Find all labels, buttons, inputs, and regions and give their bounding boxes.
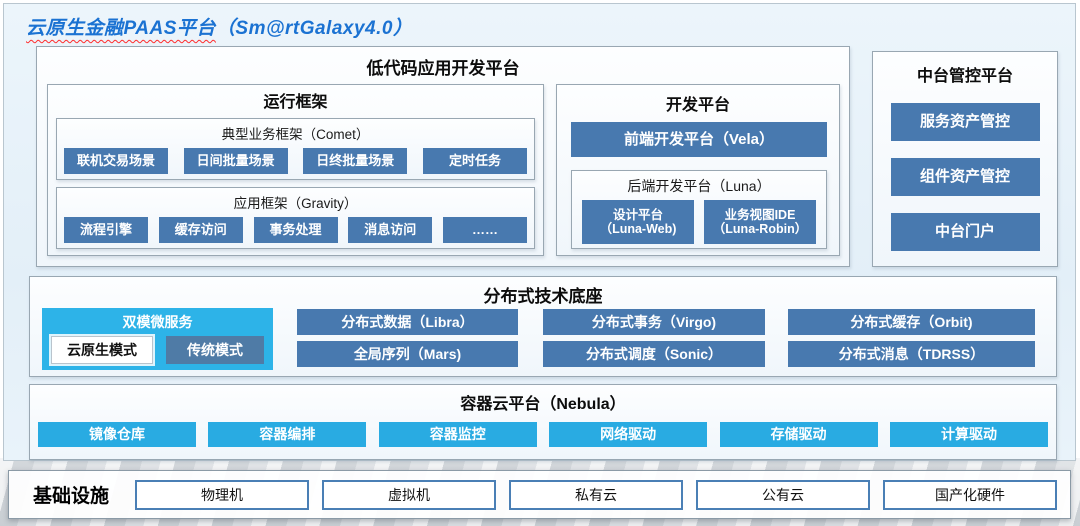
block-component-asset-control: 组件资产管控	[890, 158, 1040, 196]
luna-web-line1: 设计平台	[612, 207, 663, 222]
dual-mode-row: 云原生模式 传统模式	[42, 332, 273, 366]
block-process-engine: 流程引擎	[64, 217, 148, 243]
page-title-chinese: 云原生金融PAAS平台	[26, 18, 216, 39]
block-ellipsis: ……	[443, 217, 527, 243]
midplatform-control-title: 中台管控平台	[916, 68, 1013, 85]
luna-items-row: 设计平台 （Luna-Web) 业务视图IDE （Luna-Robin）	[572, 196, 826, 244]
block-public-cloud: 公有云	[696, 479, 871, 510]
block-midplatform-portal: 中台门户	[890, 213, 1040, 251]
comet-framework-title: 典型业务框架（Comet）	[221, 127, 370, 142]
block-traditional-mode: 传统模式	[166, 336, 264, 364]
block-transaction-processing: 事务处理	[253, 217, 338, 243]
block-distributed-transaction-virgo: 分布式事务（Virgo)	[543, 309, 765, 335]
block-cloud-native-mode: 云原生模式	[49, 334, 155, 366]
midplatform-control-box: 中台管控平台 服务资产管控 组件资产管控 中台门户	[872, 51, 1058, 267]
block-distributed-cache-orbit: 分布式缓存（Orbit)	[788, 309, 1035, 335]
block-vela-frontend: 前端开发平台（Vela）	[571, 122, 827, 157]
block-luna-robin: 业务视图IDE （Luna-Robin）	[704, 200, 816, 244]
block-compute-driver: 计算驱动	[889, 422, 1048, 447]
block-distributed-message-tdrss: 分布式消息（TDRSS）	[788, 341, 1035, 367]
distributed-column-2: 分布式事务（Virgo) 分布式调度（Sonic）	[543, 309, 765, 367]
block-luna-web: 设计平台 （Luna-Web)	[582, 200, 694, 244]
nebula-items-row: 镜像仓库 容器编排 容器监控 网络驱动 存储驱动 计算驱动	[30, 414, 1056, 447]
distributed-column-1: 分布式数据（Libra） 全局序列（Mars)	[297, 309, 518, 367]
distributed-base-box: 分布式技术底座 双模微服务 云原生模式 传统模式 分布式数据（Libra） 全局…	[29, 276, 1057, 377]
block-global-sequence-mars: 全局序列（Mars)	[297, 341, 518, 367]
dual-mode-title: 双模微服务	[122, 314, 193, 330]
page-title-version: （Sm@rtGalaxy4.0）	[215, 18, 413, 39]
main-panel: 云原生金融PAAS平台（Sm@rtGalaxy4.0） 低代码应用开发平台 运行…	[3, 3, 1076, 461]
block-physical-machine: 物理机	[135, 479, 310, 510]
luna-robin-line1: 业务视图IDE	[724, 207, 796, 222]
block-image-registry: 镜像仓库	[38, 422, 196, 447]
distributed-column-3: 分布式缓存（Orbit) 分布式消息（TDRSS）	[788, 309, 1035, 367]
dev-platform-title: 开发平台	[665, 97, 730, 114]
infrastructure-bar: 基础设施 物理机 虚拟机 私有云 公有云 国产化硬件	[8, 470, 1071, 519]
dev-platform-box: 开发平台 前端开发平台（Vela） 后端开发平台（Luna） 设计平台 （Lun…	[556, 84, 840, 256]
block-storage-driver: 存储驱动	[719, 422, 878, 447]
block-message-access: 消息访问	[348, 217, 433, 243]
block-daytime-batch: 日间批量场景	[183, 148, 288, 174]
gravity-framework-title: 应用框架（Gravity）	[233, 196, 358, 211]
block-cache-access: 缓存访问	[158, 217, 243, 243]
luna-web-line2: （Luna-Web)	[599, 222, 677, 236]
luna-backend-box: 后端开发平台（Luna） 设计平台 （Luna-Web) 业务视图IDE （Lu…	[571, 170, 827, 249]
gravity-framework-box: 应用框架（Gravity） 流程引擎 缓存访问 事务处理 消息访问 ……	[56, 187, 535, 249]
block-scheduled-task: 定时任务	[422, 148, 527, 174]
runtime-framework-box: 运行框架 典型业务框架（Comet） 联机交易场景 日间批量场景 日终批量场景 …	[47, 84, 544, 256]
block-container-monitoring: 容器监控	[378, 422, 537, 447]
block-service-asset-control: 服务资产管控	[890, 103, 1040, 141]
luna-backend-title: 后端开发平台（Luna）	[627, 178, 771, 194]
block-distributed-data-libra: 分布式数据（Libra）	[297, 309, 518, 335]
nebula-title: 容器云平台（Nebula）	[460, 396, 626, 413]
block-distributed-scheduling-sonic: 分布式调度（Sonic）	[543, 341, 765, 367]
block-network-driver: 网络驱动	[549, 422, 708, 447]
infrastructure-title: 基础设施	[33, 486, 110, 507]
lowcode-platform-box: 低代码应用开发平台 运行框架 典型业务框架（Comet） 联机交易场景 日间批量…	[36, 46, 850, 267]
nebula-container-cloud-box: 容器云平台（Nebula） 镜像仓库 容器编排 容器监控 网络驱动 存储驱动 计…	[29, 384, 1057, 460]
runtime-framework-title: 运行框架	[263, 94, 328, 111]
comet-items-row: 联机交易场景 日间批量场景 日终批量场景 定时任务	[57, 143, 534, 174]
block-online-trading: 联机交易场景	[64, 148, 168, 174]
block-endofday-batch: 日终批量场景	[303, 148, 408, 174]
block-container-orchestration: 容器编排	[208, 422, 367, 447]
block-private-cloud: 私有云	[509, 479, 684, 510]
distributed-base-title: 分布式技术底座	[483, 287, 603, 306]
luna-robin-line2: （Luna-Robin）	[712, 222, 808, 236]
page-title: 云原生金融PAAS平台（Sm@rtGalaxy4.0）	[26, 13, 412, 40]
block-domestic-hardware: 国产化硬件	[883, 479, 1058, 510]
gravity-items-row: 流程引擎 缓存访问 事务处理 消息访问 ……	[57, 212, 534, 243]
dual-mode-microservice-box: 双模微服务 云原生模式 传统模式	[42, 308, 273, 370]
block-virtual-machine: 虚拟机	[322, 479, 497, 510]
comet-framework-box: 典型业务框架（Comet） 联机交易场景 日间批量场景 日终批量场景 定时任务	[56, 118, 535, 180]
lowcode-platform-title: 低代码应用开发平台	[366, 59, 520, 78]
